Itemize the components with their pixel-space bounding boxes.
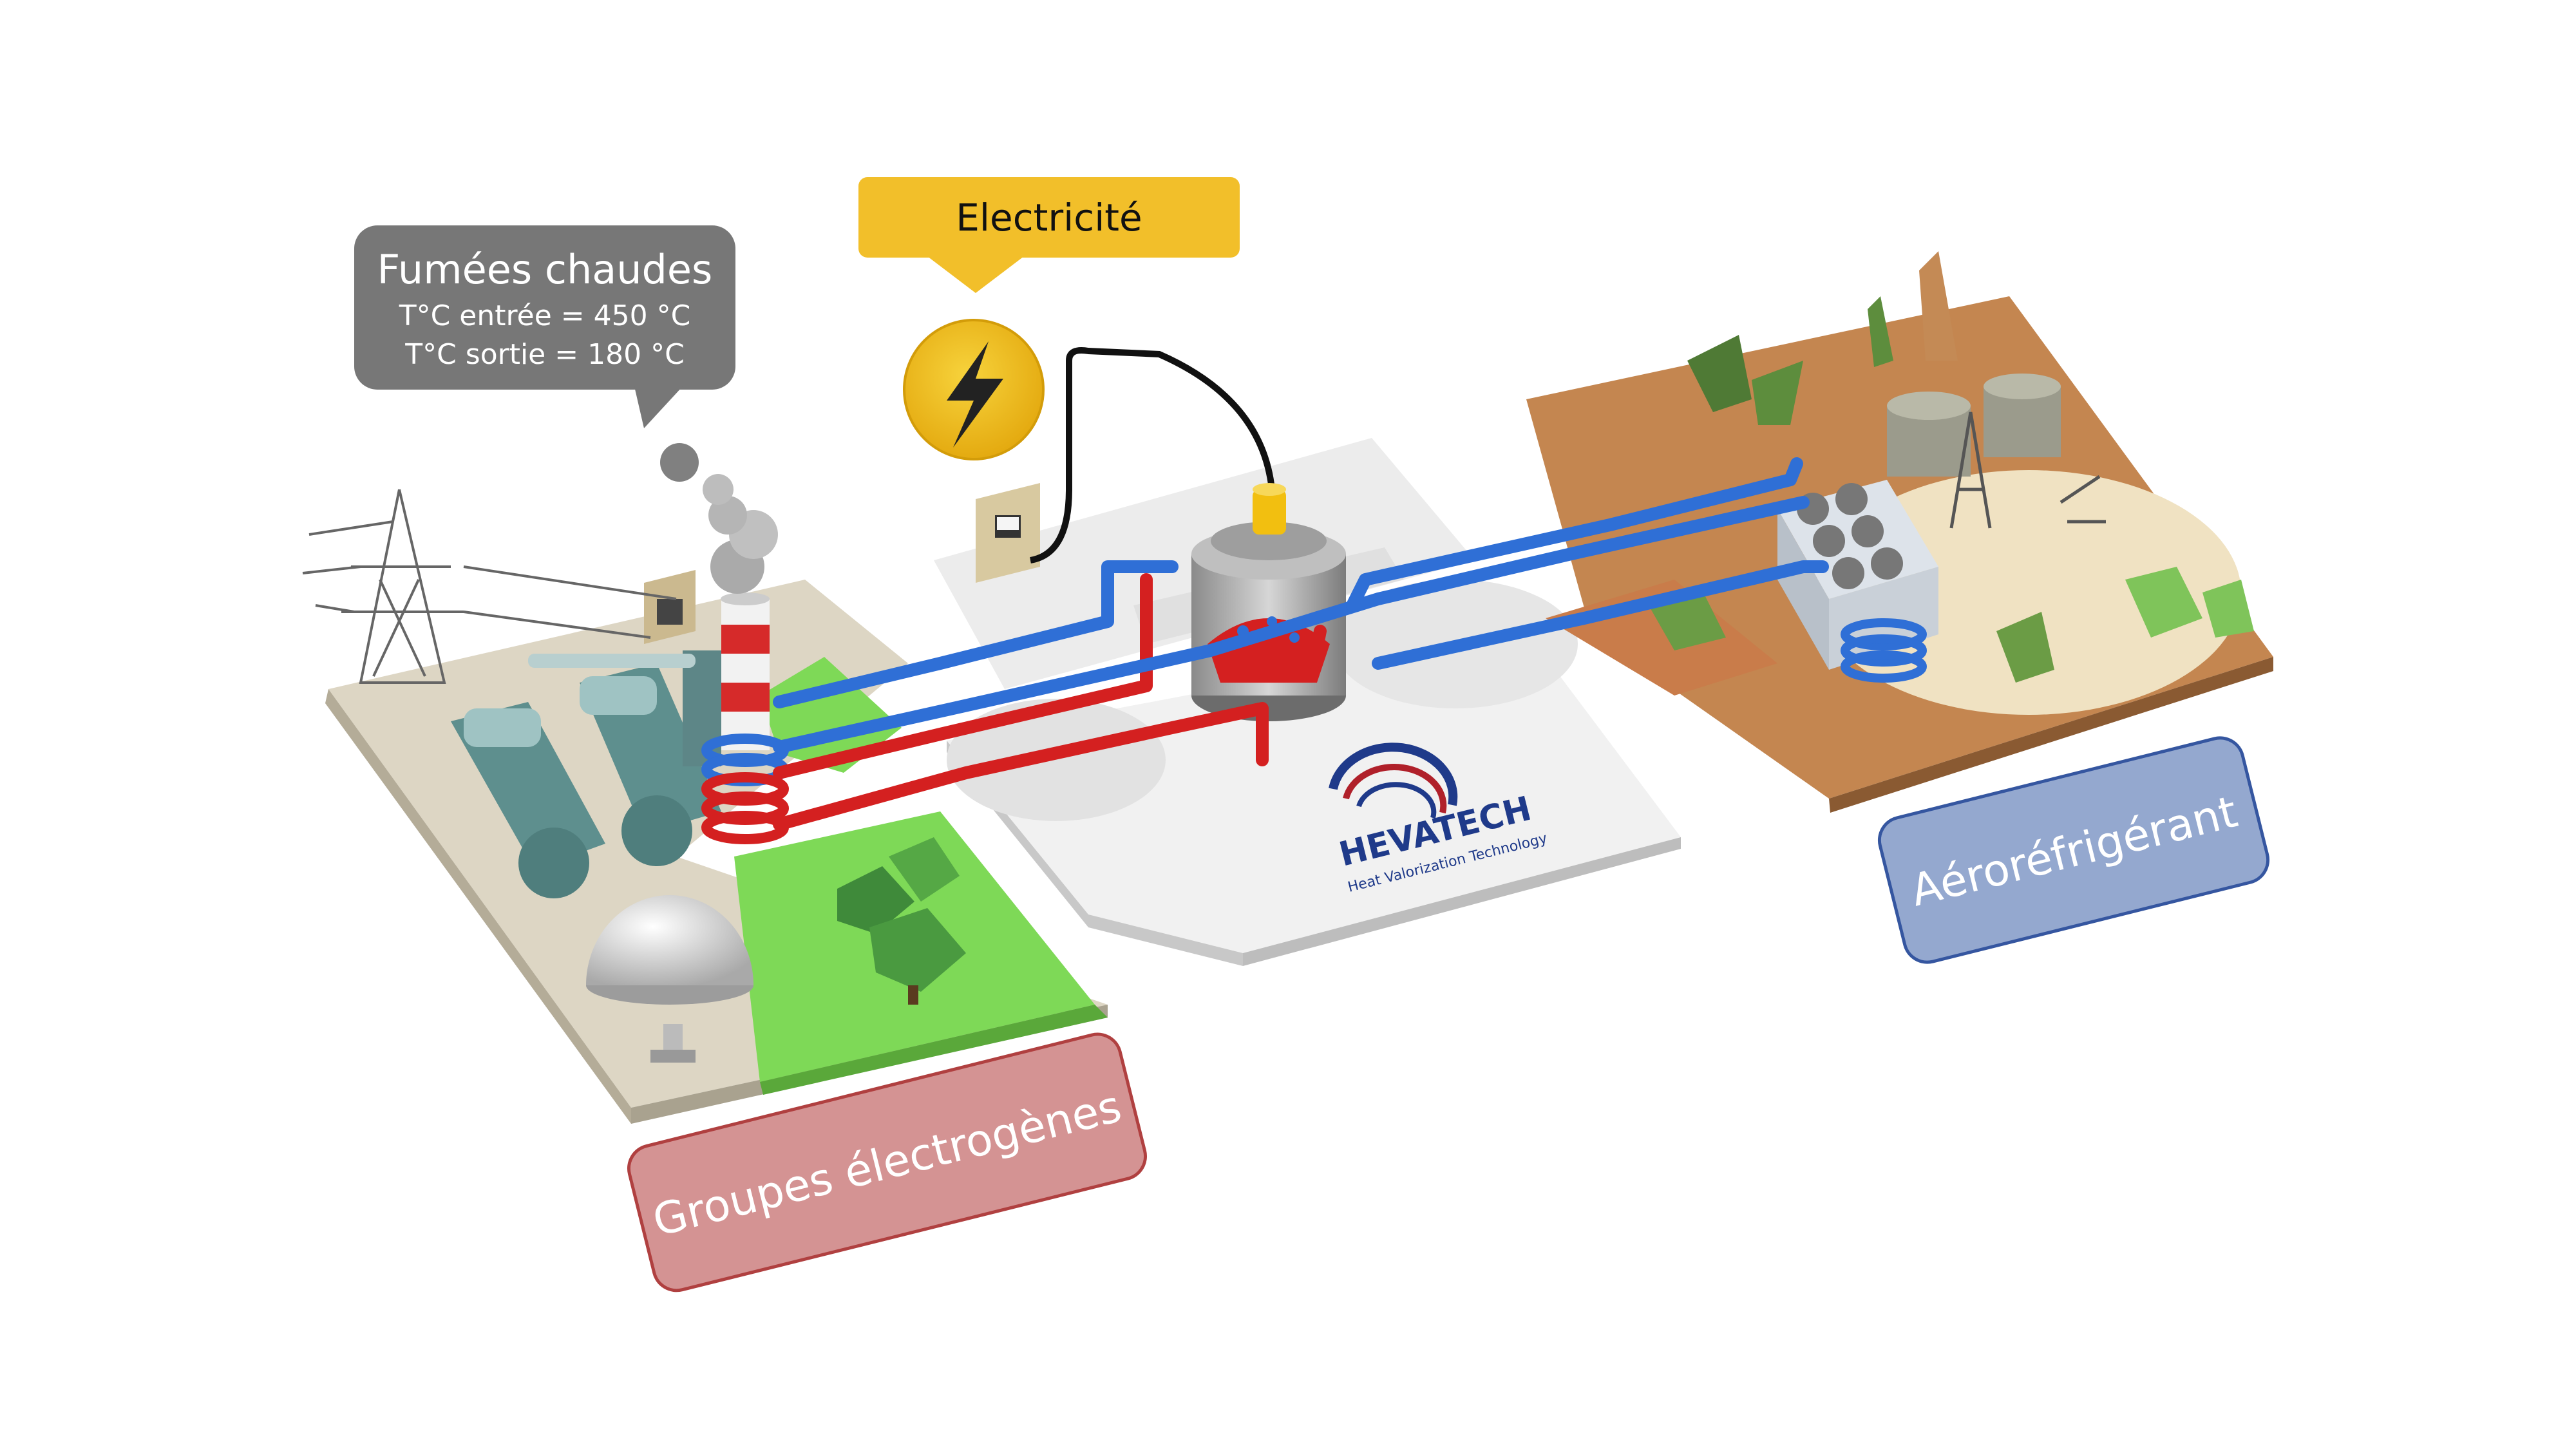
chimney-stack	[721, 592, 770, 750]
fumees-callout: Fumées chaudes T°C entrée = 450 °C T°C s…	[354, 225, 735, 428]
hot-water-pipes	[773, 573, 1327, 831]
smoke-puffs	[660, 443, 778, 594]
electricite-label: Electricité	[956, 196, 1142, 240]
electric-cable	[1029, 347, 1275, 564]
fumees-temp-out: T°C sortie = 180 °C	[404, 338, 685, 371]
power-pylon	[302, 489, 677, 684]
electric-meter-box	[976, 483, 1040, 583]
fumees-temp-in: T°C entrée = 450 °C	[399, 299, 691, 332]
storage-tanks	[1887, 374, 2061, 477]
oil-derricks	[1949, 412, 2106, 529]
lightning-bolt-icon	[903, 319, 1045, 460]
generator-platform	[302, 443, 1108, 1124]
generator-units	[451, 650, 721, 898]
aero-label-box: Aéroréfrigérant	[1877, 736, 2270, 964]
gas-dome	[586, 895, 753, 1063]
cooler-platform	[1526, 251, 2273, 813]
cold-water-pipes	[773, 457, 1829, 753]
generator-control-box	[644, 570, 696, 644]
fumees-title: Fumées chaudes	[377, 246, 713, 293]
electricite-callout: Electricité	[858, 177, 1240, 293]
tree-cluster	[837, 837, 966, 1005]
